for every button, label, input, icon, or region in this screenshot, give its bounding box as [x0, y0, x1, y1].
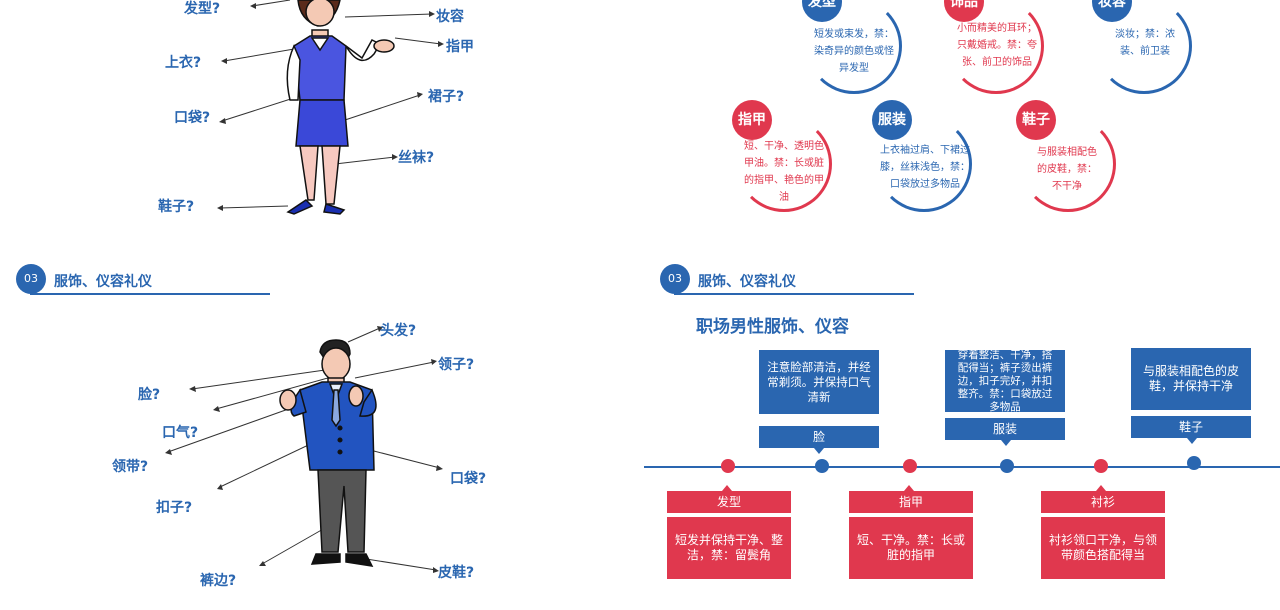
- timeline-bottom-text-shirt: 衬衫领口干净，与领带颜色搭配得当: [1041, 517, 1165, 579]
- pointer-nails: [904, 485, 914, 491]
- timeline-top-text-face: 注意脸部清洁，并经常剃须。并保持口气清新: [759, 350, 879, 414]
- timeline-dot-6: [1187, 456, 1201, 470]
- pointer-shoes: [1187, 438, 1197, 444]
- text-makeup: 淡妆；禁：浓装、前卫装: [1115, 29, 1175, 57]
- ring-nails: [736, 116, 832, 212]
- timeline-top-tag-face: 脸: [759, 426, 879, 448]
- timeline-dot-3: [903, 459, 917, 473]
- text-clothing: 上衣袖过肩、下裙过膝，丝袜浅色，禁：口袋放过多物品: [880, 145, 970, 190]
- label-skirt: 裙子?: [428, 89, 465, 105]
- timeline-axis: [644, 466, 1280, 468]
- ring-makeup: [1096, 0, 1192, 94]
- label-nails: 指甲: [446, 39, 474, 55]
- timeline-dot-4: [1000, 459, 1014, 473]
- label-collar: 领子?: [438, 357, 475, 373]
- ring-clothing: [876, 116, 972, 212]
- label-leather-shoes: 皮鞋?: [438, 565, 475, 581]
- ring-shoes: [1020, 116, 1116, 212]
- label-male-pocket: 口袋?: [450, 471, 487, 487]
- timeline-dot-2: [815, 459, 829, 473]
- pointer-face: [814, 448, 824, 454]
- section-title-left: 服饰、仪容礼仪: [54, 274, 152, 290]
- timeline-top-tag-shoes: 鞋子: [1131, 416, 1251, 438]
- text-accessories: 小而精美的耳环；只戴婚戒。禁：夸张、前卫的饰品: [957, 23, 1037, 68]
- section-number-left: 03: [16, 264, 46, 294]
- timeline-top-text-shoes: 与服装相配色的皮鞋，并保持干净: [1131, 348, 1251, 410]
- badge-hair: 发型: [802, 0, 842, 22]
- timeline-bottom-text-nails: 短、干净。禁：长或脏的指甲: [849, 517, 973, 579]
- section-title-right: 服饰、仪容礼仪: [698, 274, 796, 290]
- label-breath: 口气?: [162, 425, 199, 441]
- timeline-top-text-clothing: 穿着整洁、干净，搭配得当；裤子烫出裤边，扣子完好，并扣整齐。禁：口袋放过多物品: [945, 349, 1065, 413]
- timeline-dot-5: [1094, 459, 1108, 473]
- text-nails: 短、干净、透明色甲油。禁：长或脏的指甲、艳色的甲油: [744, 141, 824, 203]
- timeline-bottom-tag-shirt: 衬衫: [1041, 491, 1165, 513]
- timeline-bottom-tag-nails: 指甲: [849, 491, 973, 513]
- text-shoes: 与服装相配色的皮鞋，禁：不干净: [1037, 147, 1097, 192]
- label-hair: 发型?: [184, 1, 221, 17]
- pointer-clothing: [1001, 440, 1011, 446]
- badge-makeup: 妆容: [1092, 0, 1132, 22]
- timeline-top-tag-clothing: 服装: [945, 418, 1065, 440]
- male-figure-diagram: [165, 326, 443, 573]
- label-shoes: 鞋子?: [158, 199, 195, 215]
- pointer-hairstyle: [722, 485, 732, 491]
- text-hair: 短发或束发，禁：染奇异的颜色或怪异发型: [814, 29, 894, 74]
- timeline-bottom-text-hairstyle: 短发并保持干净、整洁，禁：留鬓角: [667, 517, 791, 579]
- section-number-right: 03: [660, 264, 690, 294]
- female-figure-diagram: [217, 0, 444, 215]
- label-trouser-hem: 裤边?: [200, 573, 237, 589]
- pointer-shirt: [1096, 485, 1106, 491]
- timeline-dot-1: [721, 459, 735, 473]
- label-male-hair: 头发?: [380, 323, 417, 339]
- badge-clothing: 服装: [872, 100, 912, 140]
- label-tie: 领带?: [112, 459, 149, 475]
- badge-accessories: 饰品: [944, 0, 984, 22]
- section-underline-left: [30, 293, 270, 295]
- label-pocket: 口袋?: [174, 110, 211, 126]
- section-underline-right: [674, 293, 914, 295]
- badge-shoes: 鞋子: [1016, 100, 1056, 140]
- badge-nails: 指甲: [732, 100, 772, 140]
- label-buttons: 扣子?: [156, 500, 193, 516]
- label-stockings: 丝袜?: [398, 150, 435, 166]
- label-top: 上衣?: [165, 55, 202, 71]
- ring-hair: [806, 0, 902, 94]
- ring-accessories: [948, 0, 1044, 94]
- label-face: 脸?: [138, 387, 161, 403]
- timeline-title: 职场男性服饰、仪容: [696, 317, 849, 337]
- timeline-bottom-tag-hairstyle: 发型: [667, 491, 791, 513]
- label-makeup: 妆容: [436, 9, 464, 25]
